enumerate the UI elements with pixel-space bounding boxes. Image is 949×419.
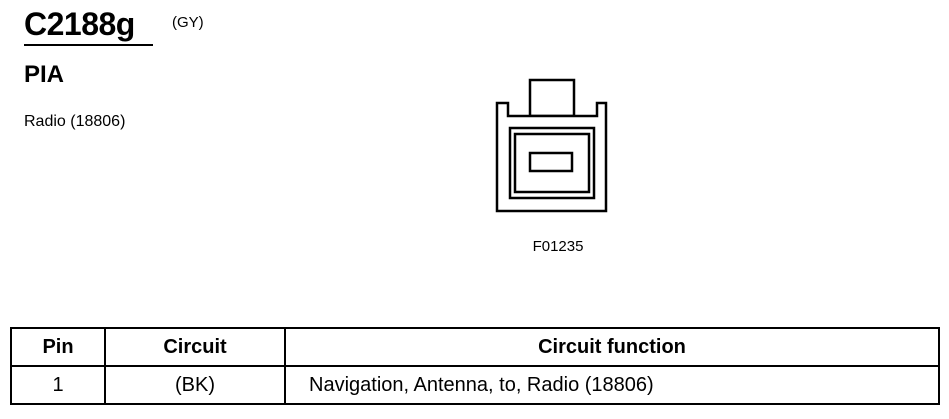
title-underline: [24, 44, 153, 46]
table-header-row: Pin Circuit Circuit function: [10, 327, 940, 367]
connector-type: PIA: [24, 61, 65, 88]
color-code: (GY): [172, 14, 204, 31]
circuit-color: (BK): [104, 365, 286, 405]
header-circuit-function: Circuit function: [284, 327, 940, 367]
pin-slot: [528, 151, 574, 173]
connector-face-icon: [495, 78, 608, 213]
pin-table: Pin Circuit Circuit function 1 (BK) Navi…: [10, 327, 940, 405]
table-row: 1 (BK) Navigation, Antenna, to, Radio (1…: [10, 365, 940, 405]
circuit-function: Navigation, Antenna, to, Radio (18806): [284, 365, 940, 405]
pin-number: 1: [10, 365, 106, 405]
component-name: Radio (18806): [24, 113, 126, 130]
connector-latch: [528, 78, 576, 118]
figure-reference: F01235: [532, 238, 584, 255]
connector-id: C2188g: [24, 6, 135, 42]
header-circuit: Circuit: [104, 327, 286, 367]
header-pin: Pin: [10, 327, 106, 367]
